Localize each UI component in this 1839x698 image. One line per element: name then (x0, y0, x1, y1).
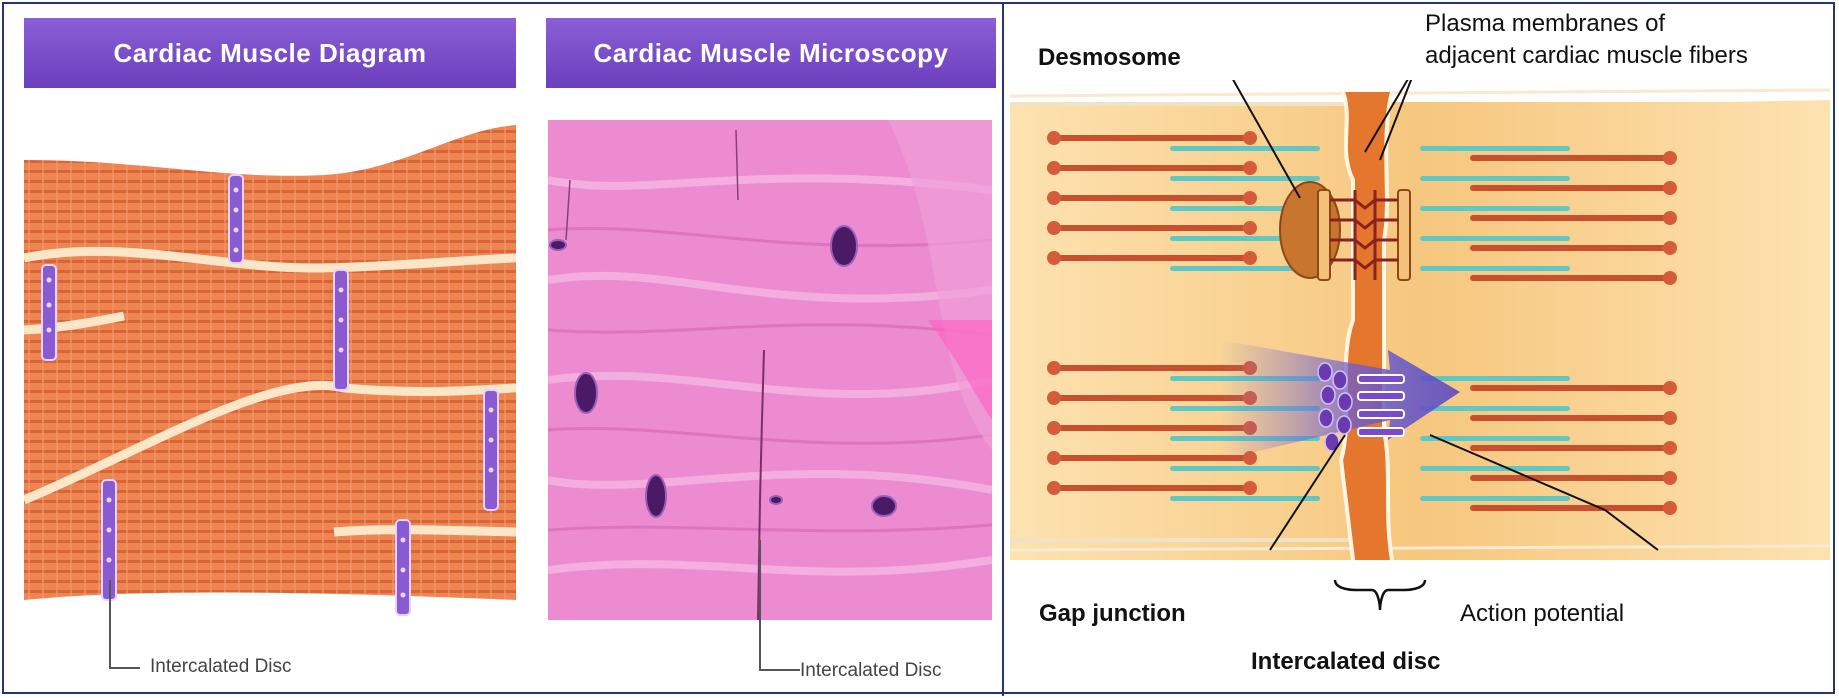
action-potential-label: Action potential (1460, 600, 1624, 628)
diagram-title: Cardiac Muscle Diagram (24, 18, 516, 88)
intercalated-disc-label: Intercalated disc (1251, 648, 1440, 676)
desmosome-label: Desmosome (1038, 44, 1181, 72)
microscopy-callout-label: Intercalated Disc (800, 660, 942, 682)
cardiac-muscle-diagram (24, 120, 516, 620)
microscopy-title: Cardiac Muscle Microscopy (546, 18, 996, 88)
intercalated-disc-brace (1335, 580, 1425, 610)
intercalated-disc-diagram (1010, 80, 1830, 610)
panel-divider (1002, 2, 1004, 696)
diagram-callout-label: Intercalated Disc (150, 656, 292, 678)
gap-junction-label: Gap junction (1039, 600, 1186, 628)
plasma-membrane-label-line1: Plasma membranes of (1425, 10, 1665, 38)
microscopy-callout-line (750, 540, 810, 680)
plasma-membrane-label-line2: adjacent cardiac muscle fibers (1425, 42, 1748, 70)
